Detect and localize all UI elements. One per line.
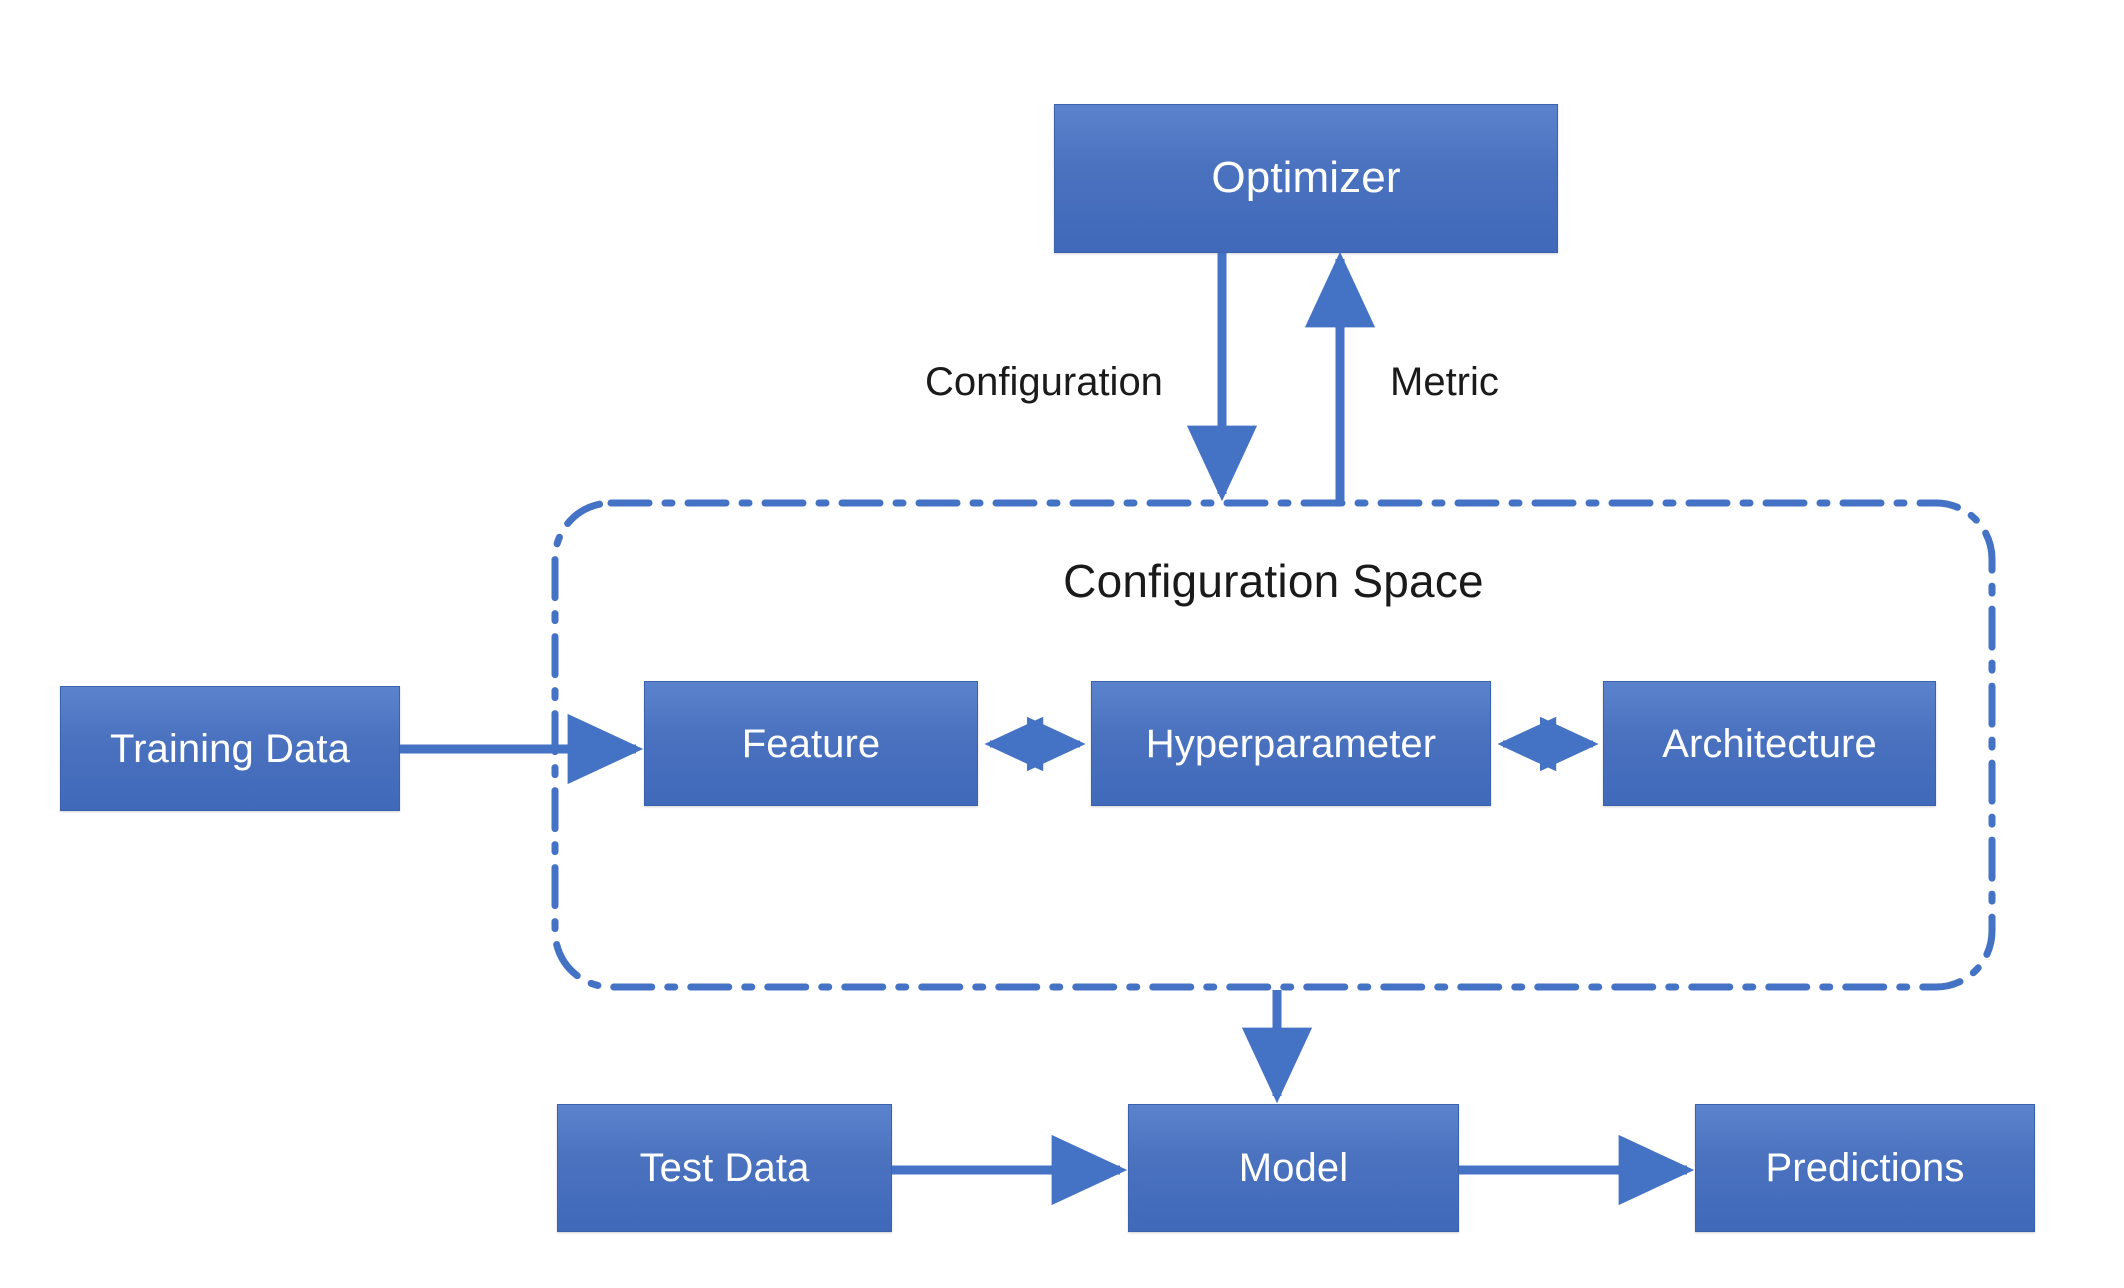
- node-feature[interactable]: Feature: [644, 681, 978, 806]
- node-architecture-label: Architecture: [1662, 721, 1877, 766]
- node-training-data[interactable]: Training Data: [60, 686, 400, 811]
- node-model-label: Model: [1238, 1146, 1349, 1190]
- node-predictions[interactable]: Predictions: [1695, 1104, 2035, 1232]
- node-architecture[interactable]: Architecture: [1603, 681, 1936, 806]
- node-hyperparameter[interactable]: Hyperparameter: [1091, 681, 1491, 806]
- node-model[interactable]: Model: [1128, 1104, 1459, 1232]
- group-configuration-space-title: Configuration Space: [1063, 555, 1484, 607]
- edge-label-metric: Metric: [1390, 360, 1499, 404]
- node-test-data-label: Test Data: [639, 1146, 810, 1190]
- node-optimizer-label: Optimizer: [1211, 153, 1401, 203]
- node-feature-label: Feature: [741, 721, 881, 766]
- node-hyperparameter-label: Hyperparameter: [1145, 721, 1437, 766]
- node-training-data-label: Training Data: [110, 726, 350, 771]
- node-predictions-label: Predictions: [1765, 1146, 1965, 1190]
- node-optimizer[interactable]: Optimizer: [1054, 104, 1558, 253]
- node-test-data[interactable]: Test Data: [557, 1104, 892, 1232]
- edge-label-configuration: Configuration: [925, 360, 1163, 404]
